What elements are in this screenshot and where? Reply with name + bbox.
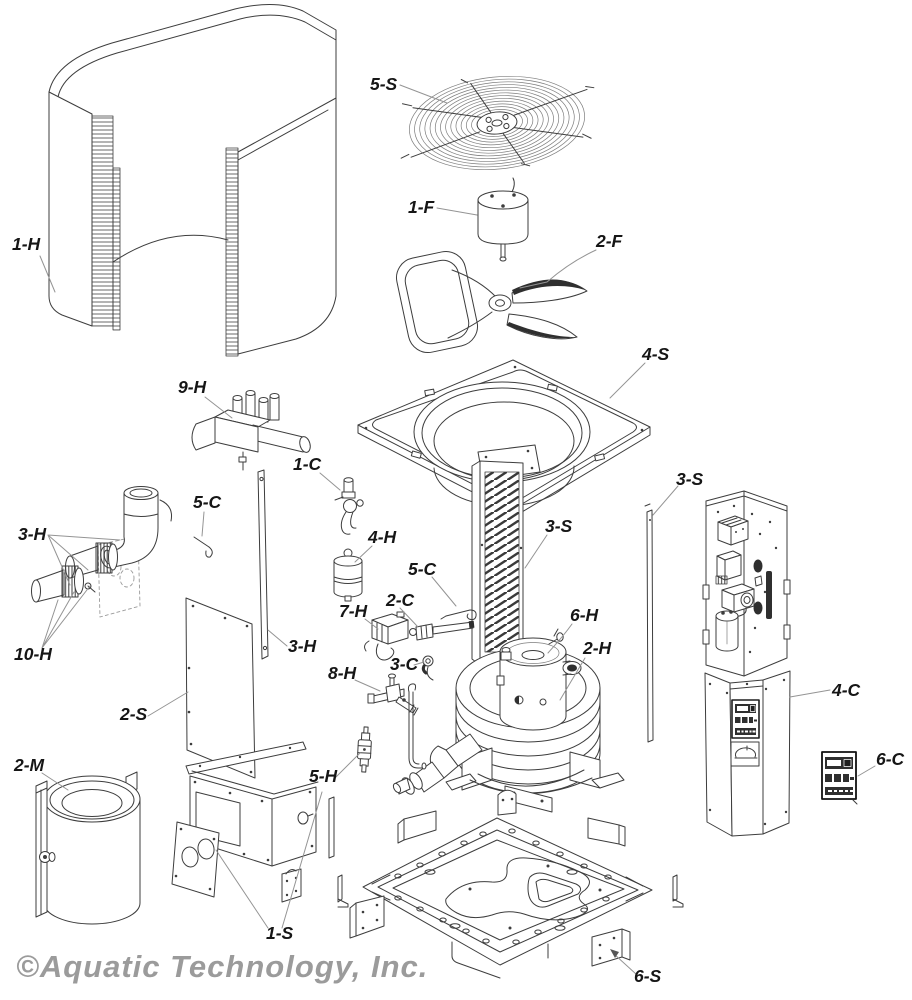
drain-tube-graphic — [407, 683, 427, 770]
label-3s-right: 3-S — [676, 469, 704, 489]
label-2m: 2-M — [13, 755, 45, 775]
label-1s: 1-S — [266, 923, 294, 943]
fan-motor-graphic — [477, 177, 529, 262]
label-4h: 4-H — [367, 527, 397, 547]
label-1c: 1-C — [293, 454, 322, 474]
label-4c: 4-C — [831, 680, 861, 700]
label-2c: 2-C — [385, 590, 415, 610]
union-fittings-graphic — [31, 542, 118, 603]
label-6c: 6-C — [876, 749, 905, 769]
solenoid-valve-graphic — [364, 611, 409, 661]
label-2f: 2-F — [595, 231, 624, 251]
valve-assembly-graphic — [191, 390, 311, 471]
inline-filter-graphic — [357, 726, 372, 773]
label-3c: 3-C — [390, 654, 419, 674]
defrost-sensor-graphic — [421, 655, 434, 681]
retainer-pin-right-graphic — [440, 609, 477, 621]
water-pipe-graphic — [392, 733, 483, 795]
compressor-blanket-graphic — [35, 771, 141, 925]
schrader-valve-graphic — [334, 477, 364, 535]
side-panel-graphic — [185, 597, 256, 779]
label-8h: 8-H — [328, 663, 357, 683]
label-2s: 2-S — [119, 704, 148, 724]
label-3s-mid: 3-S — [545, 516, 573, 536]
control-display-graphic — [731, 699, 760, 739]
fan-blade-graphic — [396, 250, 588, 354]
label-5h: 5-H — [309, 766, 338, 786]
heat-exchanger-graphic — [392, 628, 625, 813]
vent-column-graphic — [471, 460, 524, 666]
keypad-graphic — [821, 751, 858, 805]
control-cover-graphic — [704, 670, 791, 837]
label-6h: 6-H — [570, 605, 599, 625]
label-1h: 1-H — [12, 234, 41, 254]
label-3h-strip: 3-H — [288, 636, 317, 656]
label-5c-right: 5-C — [408, 559, 437, 579]
label-6s: 6-S — [634, 966, 662, 986]
base-pan-graphic — [328, 789, 684, 979]
expansion-valve-graphic — [367, 673, 419, 716]
electrical-panel-graphic — [702, 490, 791, 677]
compressor-graphic — [496, 628, 582, 731]
label-7h: 7-H — [339, 601, 368, 621]
watermark-text: ©Aquatic Technology, Inc. — [16, 949, 428, 984]
support-rod-graphic — [644, 503, 654, 743]
label-4s: 4-S — [641, 344, 670, 364]
filter-drier-graphic — [333, 548, 363, 602]
temp-sensor-graphic — [409, 620, 475, 641]
label-3h-pipes: 3-H — [18, 524, 47, 544]
label-1f: 1-F — [408, 197, 436, 217]
label-9h: 9-H — [178, 377, 207, 397]
fan-grille-graphic — [400, 75, 595, 171]
retainer-pin-left-graphic — [193, 536, 213, 558]
corner-panels-graphic — [171, 741, 319, 903]
leader-lines — [39, 84, 876, 975]
evaporator-coil-graphic — [48, 3, 337, 357]
part-labels: 1-H 5-S 1-F 2-F 4-S 9-H 1-C 5-C 3-H 10-H… — [12, 74, 905, 986]
label-10h: 10-H — [14, 644, 52, 664]
label-2h: 2-H — [582, 638, 612, 658]
label-5s: 5-S — [370, 74, 398, 94]
label-5c-left: 5-C — [193, 492, 222, 512]
coil-strip-graphic — [257, 469, 269, 660]
